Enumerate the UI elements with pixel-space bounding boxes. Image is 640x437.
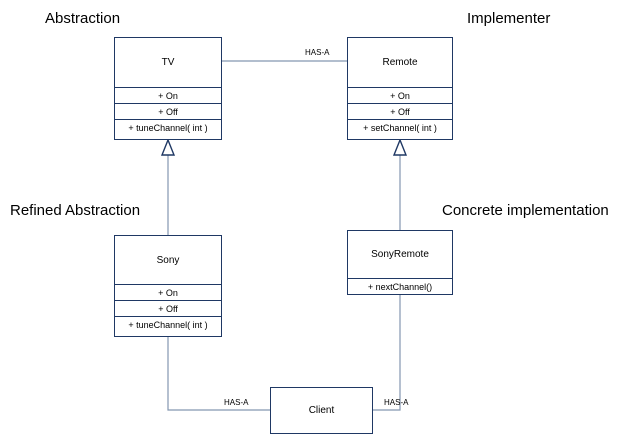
relation-label-tv-remote: HAS-A [305, 48, 330, 57]
sony-client-association [167, 336, 270, 411]
heading-refined-abstraction: Refined Abstraction [10, 202, 141, 219]
class-member: + setChannel( int ) [363, 123, 437, 133]
relation-label-client-sony: HAS-A [224, 398, 249, 407]
class-member: + On [115, 285, 221, 301]
class-name: TV [115, 38, 221, 88]
relation-label-client-sonyremote: HAS-A [384, 398, 409, 407]
class-client: Client [270, 387, 373, 434]
class-sony: Sony + On + Off + tuneChannel( int ) [114, 235, 222, 337]
class-member: + On [115, 88, 221, 104]
class-member: + On [348, 88, 452, 104]
heading-implementer: Implementer [467, 10, 551, 27]
class-member: + Off [115, 301, 221, 317]
class-member: + Off [348, 104, 452, 120]
class-sonyremote: SonyRemote + nextChannel() [347, 230, 453, 295]
generalization-arrow-tv [160, 138, 176, 156]
class-name: Client [308, 405, 335, 416]
class-tv: TV + On + Off + tuneChannel( int ) [114, 37, 222, 140]
class-name: SonyRemote [348, 231, 452, 279]
class-name: Remote [348, 38, 452, 88]
class-member: + tuneChannel( int ) [128, 123, 208, 133]
generalization-arrow-remote [392, 138, 408, 156]
class-name: Sony [115, 236, 221, 285]
class-member: + nextChannel() [367, 282, 433, 292]
class-remote: Remote + On + Off + setChannel( int ) [347, 37, 453, 140]
heading-concrete-implementation: Concrete implementation [442, 202, 609, 219]
class-member: + tuneChannel( int ) [128, 320, 208, 330]
heading-abstraction: Abstraction [45, 10, 121, 27]
sonyremote-client-association [372, 295, 401, 411]
class-member: + Off [115, 104, 221, 120]
